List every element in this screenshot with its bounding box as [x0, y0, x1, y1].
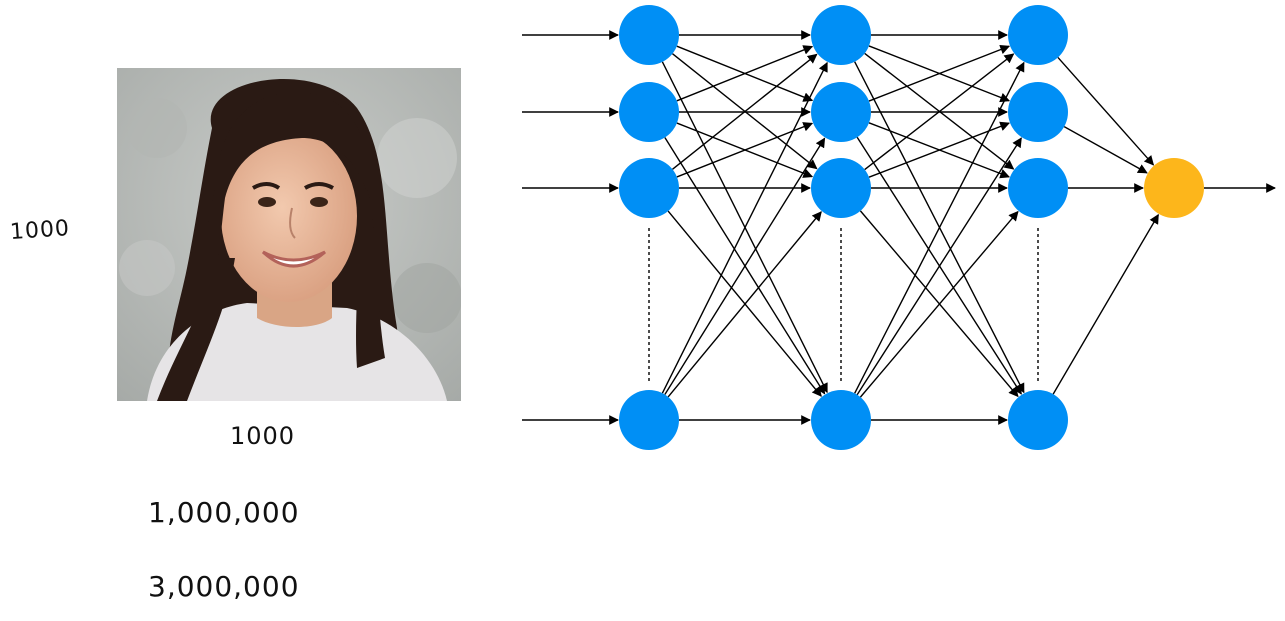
node-layer1-4 [619, 390, 679, 450]
edge-l2-n3-to-n2 [868, 121, 1010, 178]
edge-l1-n3-to-n2 [676, 122, 814, 178]
node-layer2-3 [811, 158, 871, 218]
edge-l2-n3-to-n1 [864, 53, 1015, 171]
node-layer2-4 [811, 390, 871, 450]
output-node [1144, 158, 1204, 218]
ellipsis-dots [648, 228, 1039, 382]
edge-l2-n4-to-n1 [854, 61, 1025, 394]
node-layer1-1 [619, 5, 679, 65]
hair-front [203, 92, 370, 319]
node-layer2-1 [811, 5, 871, 65]
edge-l1-n3-to-n1 [672, 53, 818, 170]
edge-l3-n1-to-output [1057, 56, 1155, 166]
pixel-count-label: 1,000,000 [148, 496, 300, 529]
node-layer1-3 [619, 158, 679, 218]
node-layer3-2 [1008, 82, 1068, 142]
network-nodes [619, 5, 1204, 450]
face [221, 130, 357, 302]
edge-l2-n4-to-n2 [856, 137, 1022, 396]
node-layer3-1 [1008, 5, 1068, 65]
edge-l3-n4-to-output [1052, 213, 1159, 395]
portrait-photo [117, 68, 461, 401]
edge-l2-n2-to-n1 [868, 44, 1011, 102]
node-layer2-2 [811, 82, 871, 142]
node-layer3-4 [1008, 390, 1068, 450]
edge-l3-n2-to-output [1063, 126, 1148, 174]
smile [261, 250, 326, 268]
edge-l1-n4-to-n1 [661, 61, 828, 394]
edge-l1-n2-to-n1 [676, 45, 814, 102]
edge-l2-n4-to-n3 [859, 210, 1019, 398]
node-layer1-2 [619, 82, 679, 142]
node-layer3-3 [1008, 158, 1068, 218]
network-edges [522, 30, 1276, 425]
edge-l1-n4-to-n3 [667, 211, 822, 398]
feature-count-label: 3,000,000 [148, 570, 300, 603]
edge-l1-n4-to-n2 [664, 137, 826, 395]
width-label: 1000 [230, 422, 296, 450]
